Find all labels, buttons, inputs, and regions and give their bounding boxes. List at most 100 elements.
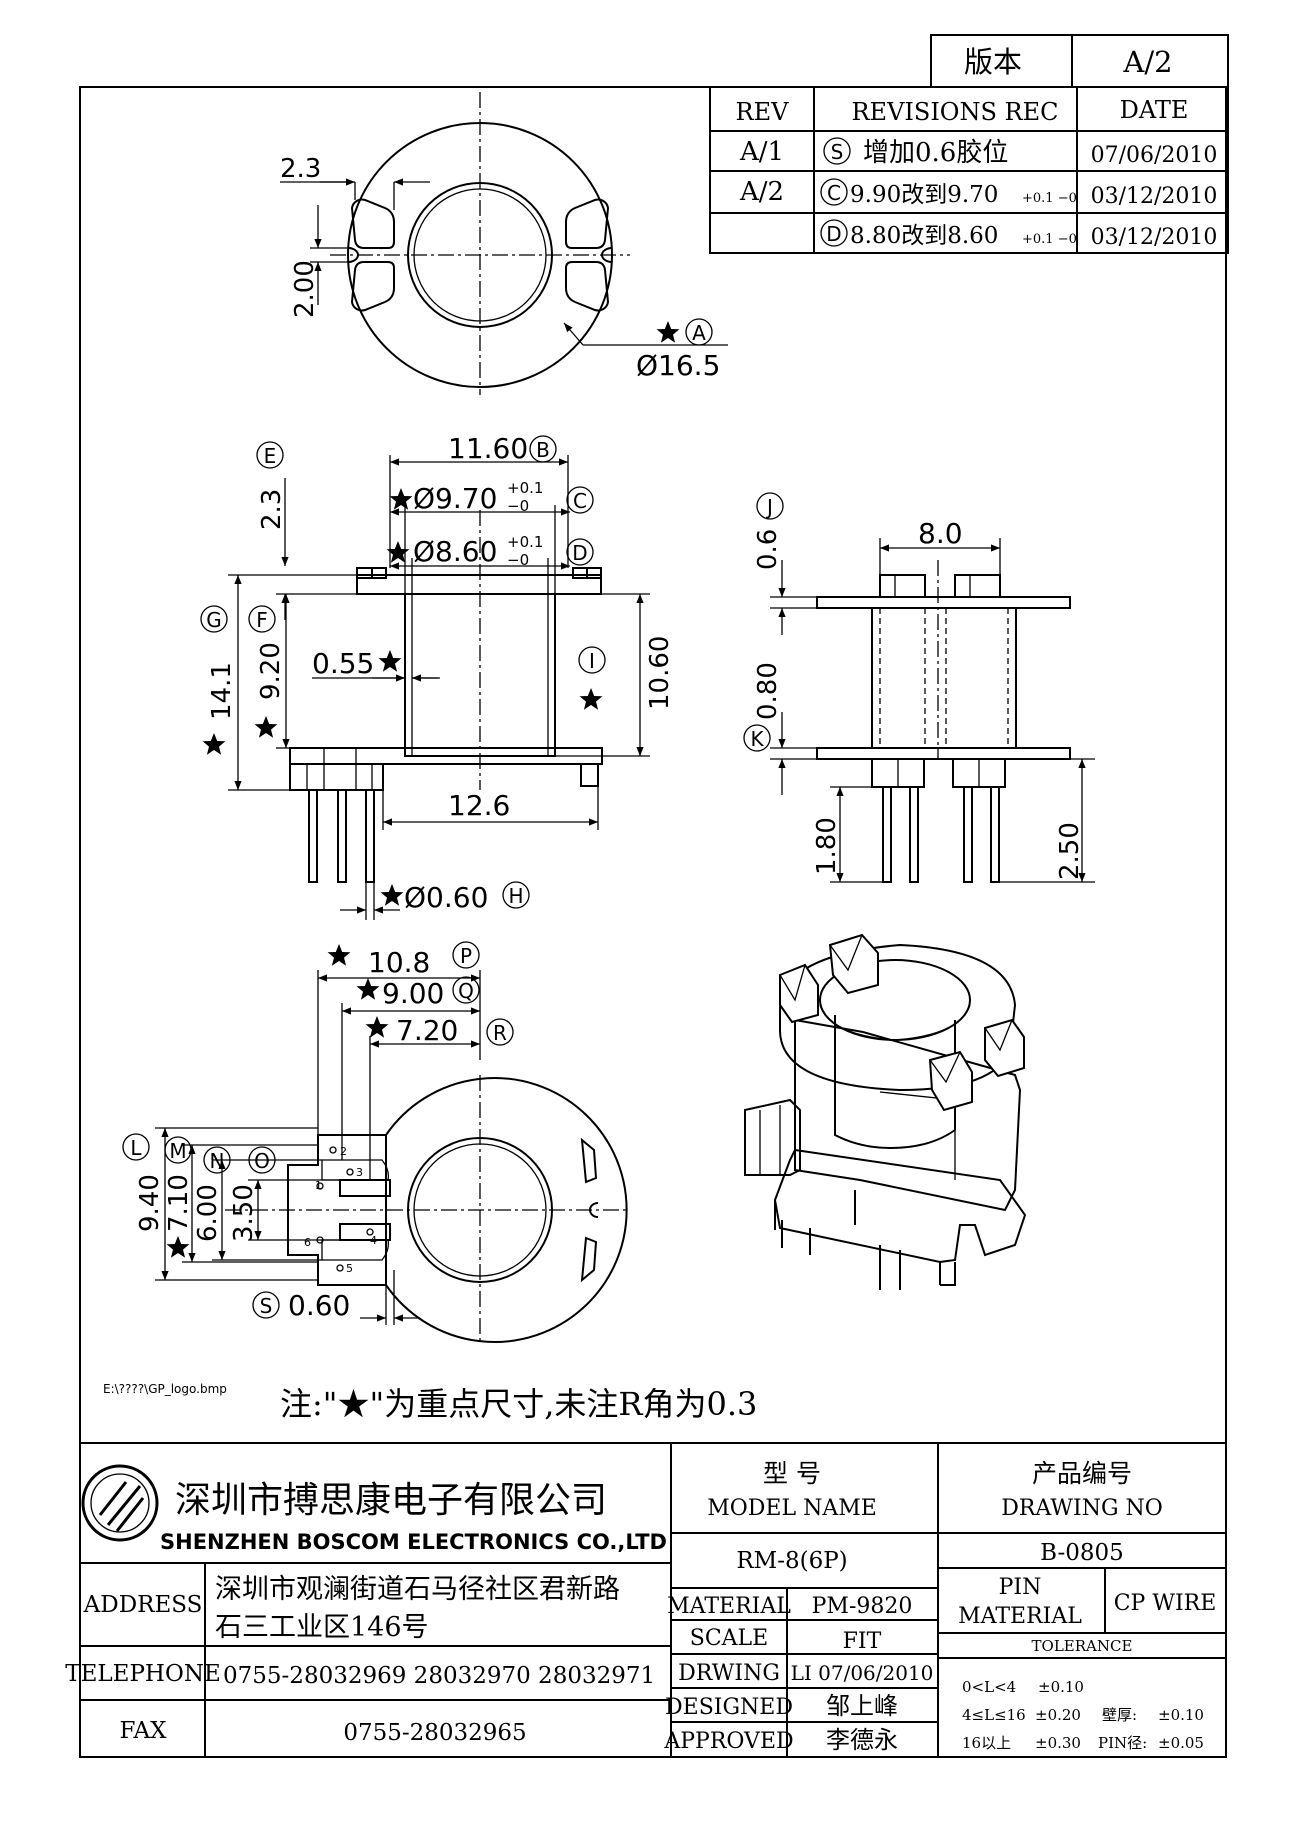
dim-2-3-side: 2.3 [257, 489, 287, 530]
fax-label: FAX [120, 1718, 168, 1744]
marker-circle [820, 219, 848, 247]
marker-h: H [508, 884, 523, 908]
telephone-label: TELEPHONE [65, 1661, 221, 1687]
telephone-value: 0755-28032969 28032970 28032971 [223, 1663, 655, 1689]
dim-10-60: 10.60 [645, 636, 675, 710]
drawing-no-value: B-0805 [1040, 1540, 1124, 1566]
model-name-cn: 型 号 [763, 1459, 821, 1488]
pin-label-3: 3 [356, 1166, 363, 1179]
pin-label-2: 2 [340, 1145, 347, 1158]
marker-n: N [210, 1149, 225, 1173]
marker-circle [820, 178, 848, 206]
dim-12-6: 12.6 [448, 789, 510, 822]
top-view-dimensions: 2.3 2.00 Ø16.5 A [280, 154, 728, 382]
scale-label: SCALE [690, 1626, 768, 1651]
approved-value: 李德永 [826, 1726, 898, 1754]
marker-circle [578, 646, 606, 674]
dim-1-80: 1.80 [812, 817, 842, 875]
marker-circle [823, 137, 851, 165]
key-dimension-star [166, 1236, 190, 1258]
material-value: PM-9820 [812, 1594, 913, 1619]
marker-circle [256, 441, 284, 469]
revision-table: REV REVISIONS REC DATE A/1 S 增加0.6胶位 07/… [709, 86, 1229, 254]
front-view-dimensions: 11.60 B Ø9.70 +0.1 −0 C Ø8.60 +0.1 −0 D … [200, 432, 675, 920]
marker-r: R [493, 1021, 507, 1045]
key-dimension-star [380, 884, 404, 906]
rev-row3-text: 8.80改到8.60 [850, 223, 998, 249]
dim-9-20: 9.20 [256, 642, 286, 700]
material-label: MATERIAL [667, 1594, 791, 1619]
rev-row3-tol: +0.1 −0 [1022, 232, 1077, 247]
key-dimension-star [356, 978, 380, 1000]
tol-down-2: −0 [507, 551, 529, 569]
approved-label: APPROVED [663, 1729, 793, 1754]
pin-material-label-1: PIN [999, 1575, 1042, 1600]
isometric-view [744, 933, 1027, 1290]
marker-i: I [589, 649, 595, 673]
key-dimension-star [254, 716, 278, 738]
dim-10-8: 10.8 [368, 946, 430, 979]
marker-b: B [536, 438, 550, 462]
key-dimension-star [327, 944, 351, 966]
marker-g: G [206, 608, 222, 632]
marker-q: Q [458, 979, 474, 1003]
dim-6-00: 6.00 [193, 1184, 223, 1242]
tol-row2-wall-label: 壁厚: [1102, 1706, 1137, 1724]
tolerance-label: TOLERANCE [1032, 1637, 1133, 1655]
marker-circle [452, 976, 480, 1004]
dim-14-1: 14.1 [207, 662, 237, 720]
marker-a: A [692, 321, 706, 345]
company-name-en: SHENZHEN BOSCOM ELECTRONICS CO.,LTD [160, 1530, 667, 1554]
drwing-label: DRWING [678, 1661, 780, 1686]
rev-row3-date: 03/12/2010 [1091, 225, 1218, 250]
tol-down: −0 [507, 497, 529, 515]
dim-0-60-bottom: 0.60 [288, 1289, 350, 1322]
side-view [816, 560, 1071, 883]
marker-circle [203, 1146, 231, 1174]
company-logo [81, 1464, 159, 1542]
dim-3-50: 3.50 [229, 1184, 259, 1242]
marker-c: C [573, 489, 587, 513]
rev-row1-date: 07/06/2010 [1091, 143, 1218, 168]
drawing-no-en: DRAWING NO [1001, 1496, 1163, 1521]
key-dimension-star [202, 733, 226, 755]
designed-label: DESIGNED [665, 1695, 793, 1720]
key-dimension-star [656, 321, 680, 343]
side-view-dimensions: 8.0 J 0.6 0.80 K 1.80 2.50 [743, 492, 1095, 883]
scale-value: FIT [843, 1629, 882, 1654]
rev-row2-text: 9.90改到9.70 [850, 182, 998, 208]
logo-path: E:\????\GP_logo.bmp [103, 1382, 227, 1396]
marker-circle [248, 605, 276, 633]
pin-material-value: CP WIRE [1114, 1591, 1217, 1616]
tol-row1-value: ±0.10 [1038, 1678, 1084, 1696]
dim-9-40: 9.40 [135, 1174, 165, 1232]
company-name-cn: 深圳市搏思康电子有限公司 [175, 1480, 607, 1521]
bottom-view-dimensions: 10.8 P 9.00 Q 7.20 R 9.40 L 7.10 M 6.00 … [122, 941, 514, 1325]
marker-circle [566, 538, 594, 566]
rev-row3-tag: D [826, 222, 841, 246]
pin-label-4: 4 [370, 1234, 377, 1247]
tol-row3-pin-value: ±0.05 [1158, 1734, 1204, 1752]
drwing-value: LI 07/06/2010 [791, 1661, 934, 1685]
marker-circle [486, 1018, 514, 1046]
marker-d: D [572, 541, 587, 565]
tol-row3-range: 16以上 [962, 1734, 1011, 1752]
rev-row2-tol: +0.1 −0 [1022, 191, 1077, 206]
dim-9-00: 9.00 [382, 977, 444, 1010]
tol-row2-value: ±0.20 [1035, 1706, 1081, 1724]
tol-row3-value: ±0.30 [1035, 1734, 1081, 1752]
address-label: ADDRESS [83, 1592, 203, 1618]
date-header: DATE [1120, 96, 1189, 124]
marker-circle [566, 486, 594, 514]
version-label: 版本 [964, 45, 1022, 79]
marker-l: L [130, 1136, 142, 1160]
dim-9-70: Ø9.70 [413, 482, 497, 515]
dim-7-10: 7.10 [164, 1174, 194, 1232]
marker-circle [164, 1136, 192, 1164]
tol-row2-wall-value: ±0.10 [1158, 1706, 1204, 1724]
marker-m: M [169, 1139, 186, 1163]
rec-header: REVISIONS REC [851, 98, 1058, 126]
dim-0-55: 0.55 [312, 647, 374, 680]
key-dimension-star [378, 650, 402, 672]
